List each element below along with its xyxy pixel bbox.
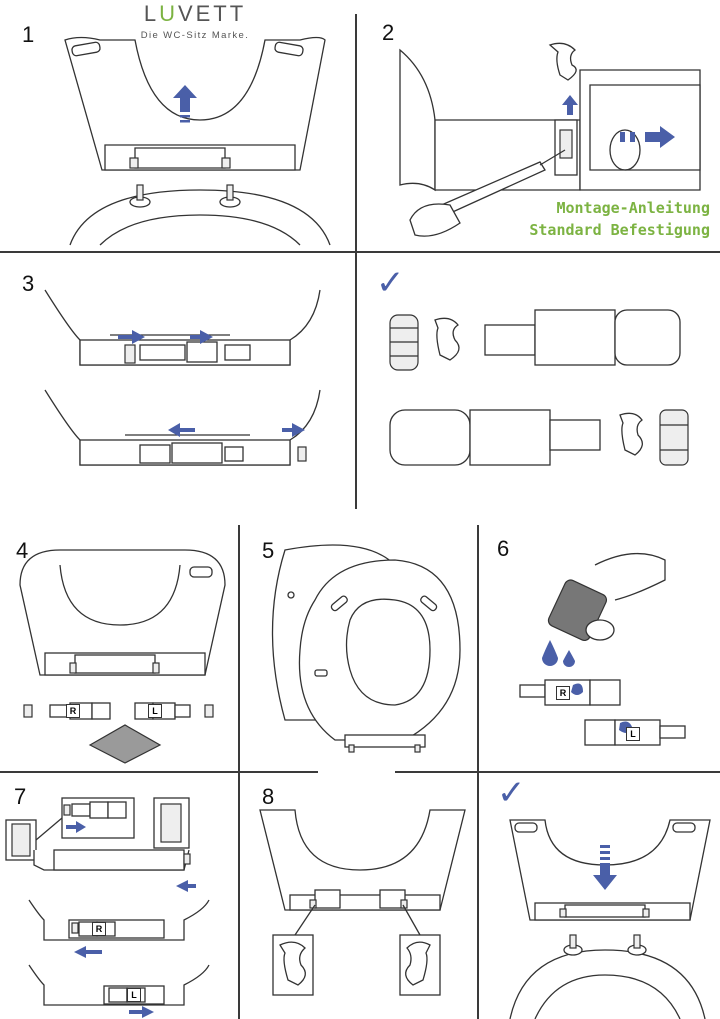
step1-illustration [64, 36, 331, 246]
final-assembly-illustration [509, 819, 711, 1019]
brand-name: LUVETT [143, 1, 247, 26]
step-number-1: 1 [22, 22, 35, 47]
part-label-left-step7: L [127, 988, 141, 1002]
part-label-left-step6: L [626, 727, 640, 741]
step6-illustration [519, 552, 686, 746]
step2-illustration [399, 42, 701, 237]
divider-h-1 [0, 251, 720, 253]
step-number-5: 5 [262, 538, 275, 563]
step8-illustration [259, 809, 466, 996]
divider-h-2-right [395, 771, 720, 773]
step4-illustration [19, 549, 226, 764]
title-line-1: Montage-Anleitung [556, 199, 710, 217]
step-number-3: 3 [22, 271, 35, 296]
step-number-7: 7 [14, 784, 27, 809]
divider-h-2-left [0, 771, 318, 773]
part-label-right-step7: R [92, 922, 106, 936]
part-label-left-step4: L [148, 704, 162, 718]
brand-tagline: Die WC-Sitz Marke. [140, 30, 250, 41]
check-icon-final: ✓ [497, 773, 526, 813]
brand-logo: LUVETT Die WC-Sitz Marke. [130, 1, 260, 42]
part-label-right-step4: R [66, 704, 80, 718]
divider-top-vertical [355, 14, 357, 509]
parts-overview-illustration [389, 309, 689, 466]
check-icon-parts: ✓ [376, 263, 405, 303]
step-number-8: 8 [262, 784, 275, 809]
step5-illustration [271, 544, 461, 753]
step-number-2: 2 [382, 20, 395, 45]
step-number-6: 6 [497, 536, 510, 561]
part-label-right-step6: R [556, 686, 570, 700]
step7-illustration [5, 797, 210, 1018]
title-line-2: Standard Befestigung [529, 221, 710, 239]
step-number-4: 4 [16, 538, 29, 563]
step3-illustration [44, 289, 321, 466]
